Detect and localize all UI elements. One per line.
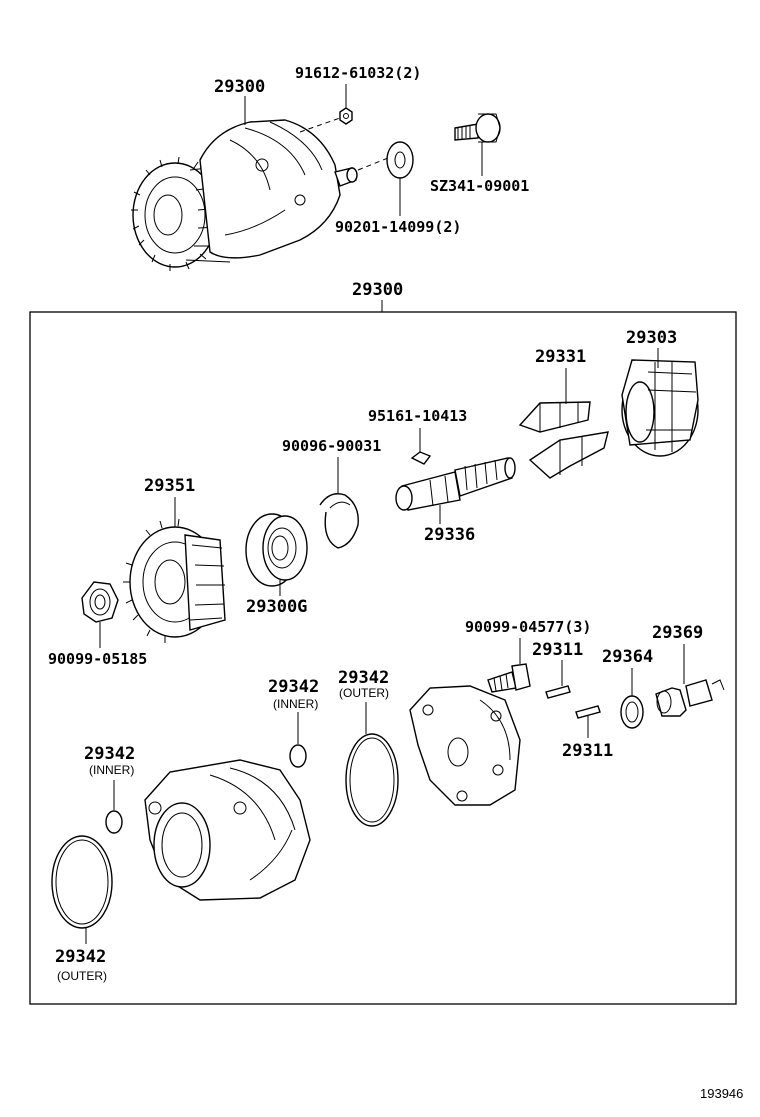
label-29369: 29369 xyxy=(652,623,703,643)
figure-id: 193946 xyxy=(700,1086,743,1101)
note-inner-left: (INNER) xyxy=(89,763,134,777)
bolt-sz341 xyxy=(454,113,501,143)
cover-plate xyxy=(409,685,521,806)
label-29342-outer-left: 29342 xyxy=(55,947,106,967)
label-90099-05185: 90099-05185 xyxy=(48,650,147,668)
label-29342-inner-mid: 29342 xyxy=(268,677,319,697)
part-29331 xyxy=(518,401,609,479)
label-29342-inner-left: 29342 xyxy=(84,744,135,764)
label-29300-top: 29300 xyxy=(214,77,265,97)
key-95161 xyxy=(410,451,432,465)
oring-inner-left xyxy=(105,810,123,834)
nut-91612 xyxy=(339,107,353,125)
nut-90099-05185 xyxy=(81,581,119,623)
label-29311-b: 29311 xyxy=(562,741,613,761)
label-95161-10413: 95161-10413 xyxy=(368,407,467,425)
label-29351: 29351 xyxy=(144,476,195,496)
label-90099-04577: 90099-04577(3) xyxy=(465,618,591,636)
label-sz341-09001: SZ341-09001 xyxy=(430,177,529,195)
washer-90201 xyxy=(386,141,414,179)
pin-29311-a xyxy=(545,685,571,699)
pump-housing xyxy=(144,759,311,901)
component-frame xyxy=(29,311,737,1005)
note-outer-mid: (OUTER) xyxy=(339,686,389,700)
label-90096-90031: 90096-90031 xyxy=(282,437,381,455)
label-29342-outer-mid: 29342 xyxy=(338,668,389,688)
label-29331: 29331 xyxy=(535,347,586,367)
label-29303: 29303 xyxy=(626,328,677,348)
note-inner-mid: (INNER) xyxy=(273,697,318,711)
ring-29364 xyxy=(620,695,644,729)
bolt-90099-04577 xyxy=(487,663,531,693)
part-29303 xyxy=(621,359,699,457)
pin-29311-b xyxy=(575,705,601,719)
label-29300-box: 29300 xyxy=(352,280,403,300)
gear-29351 xyxy=(123,518,226,643)
label-90201-14099: 90201-14099(2) xyxy=(335,218,461,236)
sensor-29369 xyxy=(655,679,725,717)
label-29364: 29364 xyxy=(602,647,653,667)
shaft-29336 xyxy=(395,457,516,511)
pump-assembly-top xyxy=(131,117,389,271)
bearing-29300g xyxy=(245,513,308,587)
label-29300g: 29300G xyxy=(246,597,307,617)
label-29311-a: 29311 xyxy=(532,640,583,660)
oring-outer-mid xyxy=(345,733,399,827)
oring-outer-left xyxy=(51,835,113,929)
snap-ring-90096 xyxy=(319,493,359,549)
label-29336: 29336 xyxy=(424,525,475,545)
label-91612-61032: 91612-61032(2) xyxy=(295,64,421,82)
oring-inner-mid xyxy=(289,744,307,768)
note-outer-left: (OUTER) xyxy=(57,969,107,983)
